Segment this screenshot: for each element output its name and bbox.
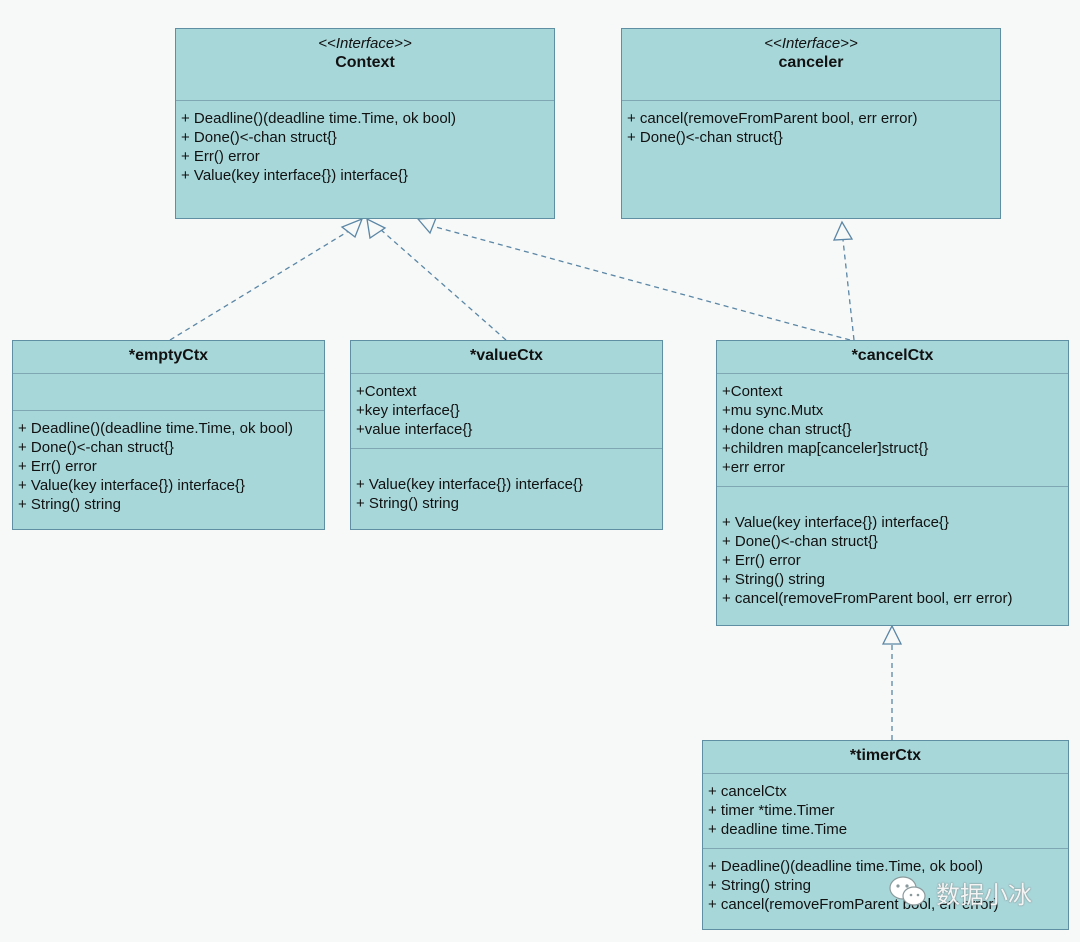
class-header: *timerCtx <box>703 741 1068 774</box>
fields-section: + cancelCtx + timer *time.Timer + deadli… <box>703 774 1068 849</box>
class-header: *cancelCtx <box>717 341 1068 374</box>
class-timerctx[interactable]: *timerCtx + cancelCtx + timer *time.Time… <box>702 740 1069 930</box>
class-context[interactable]: <<Interface>> Context + Deadline()(deadl… <box>175 28 555 219</box>
method-line: + String() string <box>722 571 825 588</box>
field-line: +Context <box>722 383 783 400</box>
method-line: + String() string <box>18 496 121 513</box>
stereotype-label: <<Interface>> <box>764 35 858 52</box>
method-line: + Done()<-chan struct{} <box>181 129 337 146</box>
method-line: + cancel(removeFromParent bool, err erro… <box>722 590 1013 607</box>
methods-section: + Deadline()(deadline time.Time, ok bool… <box>13 411 324 514</box>
methods-section: + Deadline()(deadline time.Time, ok bool… <box>176 101 554 185</box>
realization-arrowhead <box>340 217 364 239</box>
method-line: + Err() error <box>181 148 260 165</box>
class-name: *cancelCtx <box>851 347 934 364</box>
relation-cancelctx-context <box>431 225 851 341</box>
class-valuectx[interactable]: *valueCtx +Context +key interface{} +val… <box>350 340 663 530</box>
method-line: + Deadline()(deadline time.Time, ok bool… <box>18 420 293 437</box>
field-line: + deadline time.Time <box>708 821 848 838</box>
class-cancelctx[interactable]: *cancelCtx +Context +mu sync.Mutx +done … <box>716 340 1069 626</box>
class-header: *valueCtx <box>351 341 662 374</box>
field-line: +key interface{} <box>356 402 460 419</box>
method-line: + Deadline()(deadline time.Time, ok bool… <box>181 110 456 127</box>
class-emptyctx[interactable]: *emptyCtx + Deadline()(deadline time.Tim… <box>12 340 325 530</box>
method-line: + Value(key interface{}) interface{} <box>18 477 245 494</box>
method-line: + Err() error <box>18 458 97 475</box>
relation-emptyctx-context <box>169 228 353 341</box>
watermark: 数据小冰 <box>888 874 1032 910</box>
watermark-text: 数据小冰 <box>936 880 1032 909</box>
realization-arrowhead <box>416 217 437 235</box>
method-line: + Value(key interface{}) interface{} <box>181 167 408 184</box>
fields-section: +Context +mu sync.Mutx +done chan struct… <box>717 374 1068 487</box>
methods-section: + Value(key interface{}) interface{} + S… <box>351 449 662 513</box>
field-line: + timer *time.Timer <box>708 802 835 819</box>
class-name: *emptyCtx <box>128 347 209 364</box>
realization-arrowhead <box>366 217 387 240</box>
method-line: + Done()<-chan struct{} <box>627 129 783 146</box>
methods-section: + cancel(removeFromParent bool, err erro… <box>622 101 1000 147</box>
method-line: + cancel(removeFromParent bool, err erro… <box>627 110 918 127</box>
method-line: + Done()<-chan struct{} <box>18 439 174 456</box>
field-line: +done chan struct{} <box>722 421 852 438</box>
relation-cancelctx-canceler <box>842 239 855 341</box>
class-name: Context <box>335 54 395 71</box>
realization-arrowhead <box>832 220 854 241</box>
field-line: +mu sync.Mutx <box>722 402 824 419</box>
class-header: <<Interface>> Context <box>176 29 554 101</box>
method-line: + Value(key interface{}) interface{} <box>356 476 583 493</box>
methods-section: + Value(key interface{}) interface{} + D… <box>717 487 1068 608</box>
fields-section <box>13 374 324 411</box>
field-line: +err error <box>722 459 785 476</box>
method-line: + Done()<-chan struct{} <box>722 533 878 550</box>
fields-section: +Context +key interface{} +value interfa… <box>351 374 662 449</box>
field-line: +value interface{} <box>356 421 473 438</box>
method-line: + Deadline()(deadline time.Time, ok bool… <box>708 858 983 875</box>
class-name: *timerCtx <box>849 747 922 764</box>
methods-section: + Deadline()(deadline time.Time, ok bool… <box>703 849 1068 914</box>
class-header: *emptyCtx <box>13 341 324 374</box>
field-line: +children map[canceler]struct{} <box>722 440 929 457</box>
method-line: + String() string <box>708 877 811 894</box>
method-line: + Err() error <box>722 552 801 569</box>
stereotype-label: <<Interface>> <box>318 35 412 52</box>
field-line: +Context <box>356 383 417 400</box>
wechat-icon <box>889 876 926 906</box>
method-line: + String() string <box>356 495 459 512</box>
class-name: canceler <box>778 54 844 71</box>
class-header: <<Interface>> canceler <box>622 29 1000 101</box>
relation-valuectx-context <box>379 228 507 341</box>
class-canceler[interactable]: <<Interface>> canceler + cancel(removeFr… <box>621 28 1001 219</box>
field-line: + cancelCtx <box>708 783 787 800</box>
class-name: *valueCtx <box>470 347 543 364</box>
realization-arrowhead <box>881 624 903 645</box>
method-line: + cancel(removeFromParent bool, err erro… <box>708 896 999 913</box>
method-line: + Value(key interface{}) interface{} <box>722 514 949 531</box>
